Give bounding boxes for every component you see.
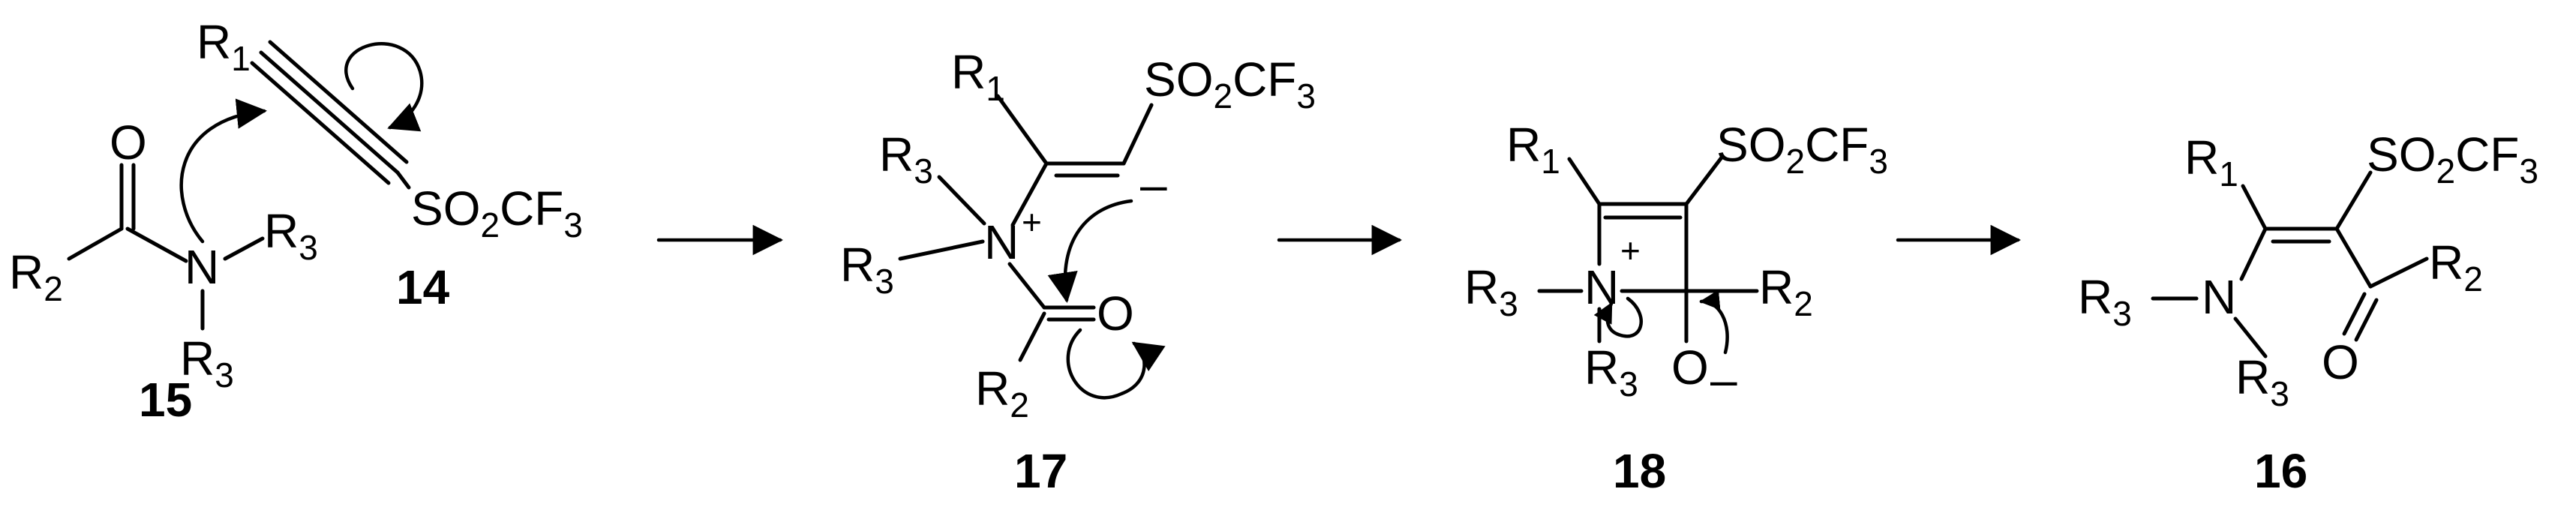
n-17: N <box>984 215 1019 269</box>
minus-17: – <box>1140 158 1167 212</box>
triple-bond-3 <box>250 61 391 185</box>
compound-15: R2 O N R3 R3 15 <box>9 98 318 427</box>
bond-c-r2-17 <box>1018 311 1046 362</box>
r1-14: R1 <box>197 15 251 78</box>
r3a-18: R3 <box>1464 260 1518 323</box>
compound-14: R1 SO2CF3 14 <box>197 15 583 314</box>
bond-r1-c-18 <box>1567 157 1602 206</box>
o-16: O <box>2322 335 2359 389</box>
bond-c-co-16 <box>2334 226 2373 289</box>
label-16: 16 <box>2254 444 2307 498</box>
bond-n-r3b-17 <box>898 239 985 261</box>
curved-arrow-ring-open <box>1593 296 1643 338</box>
triple-bond-2 <box>268 40 409 164</box>
bond-n-r3a-17 <box>937 175 986 226</box>
bond-c-n-17 <box>1010 161 1049 227</box>
r1-17: R1 <box>951 45 1005 108</box>
so2cf3-14: SO2CF3 <box>411 182 583 244</box>
bond-c-s-17 <box>1121 103 1154 166</box>
so2cf3-18: SO2CF3 <box>1716 118 1888 181</box>
bond-r1-c <box>995 94 1049 166</box>
n-18: N <box>1584 260 1619 314</box>
bond-c-n-16 <box>2239 226 2268 281</box>
bond-r1-c-16 <box>2241 184 2268 231</box>
r2-15: R2 <box>9 245 63 308</box>
o-15: O <box>110 116 147 170</box>
compound-17: R1 SO2CF3 N + R3 R3 O R2 – 17 <box>840 45 1316 498</box>
curved-arrow-n-attack <box>179 98 268 244</box>
r3a-15: R3 <box>264 204 318 267</box>
r3b-15: R3 <box>180 332 234 394</box>
r3b-16: R3 <box>2235 350 2289 413</box>
r2-18: R2 <box>1759 260 1813 323</box>
curved-arrow-triple-bond <box>344 42 424 132</box>
label-17: 17 <box>1014 444 1067 498</box>
r3a-17: R3 <box>879 128 933 190</box>
bond-co-1-16 <box>2342 292 2367 336</box>
bond-c-s-18 <box>1684 155 1724 206</box>
so2cf3-16: SO2CF3 <box>2367 128 2538 190</box>
bond-co-r2-16 <box>2368 256 2429 289</box>
label-15: 15 <box>139 373 192 427</box>
r3a-16: R3 <box>2078 270 2132 333</box>
minus-18: – <box>1710 352 1737 406</box>
bond-n-r3a <box>223 236 265 261</box>
bond-c-s <box>395 170 411 190</box>
n-15: N <box>185 240 219 294</box>
compound-18: R1 SO2CF3 N + R3 R3 R2 O – 18 <box>1464 118 1888 498</box>
curved-arrow-carbonyl <box>1066 328 1166 400</box>
n-16: N <box>2202 270 2236 324</box>
label-14: 14 <box>396 260 450 314</box>
r3b-18: R3 <box>1584 340 1638 404</box>
o-18: O <box>1671 340 1709 394</box>
r3b-17: R3 <box>840 238 894 301</box>
bond-r2-c <box>67 226 124 261</box>
n-plus-18: + <box>1620 231 1641 270</box>
r1-16: R1 <box>2184 130 2238 194</box>
compound-16: R1 SO2CF3 N R3 R3 R2 O 16 <box>2078 128 2538 498</box>
bond-n-co-17 <box>1007 262 1046 310</box>
o-17: O <box>1097 286 1134 340</box>
triple-bond-1 <box>259 50 400 175</box>
r2-17: R2 <box>975 362 1029 424</box>
r1-18: R1 <box>1506 118 1560 181</box>
bond-c-n <box>125 226 188 263</box>
curved-arrow-alkoxide <box>1699 290 1729 355</box>
n-plus-17: + <box>1022 202 1042 242</box>
r2-16: R2 <box>2429 236 2483 298</box>
curved-arrow-carbanion <box>1047 199 1133 304</box>
so2cf3-17: SO2CF3 <box>1144 52 1316 116</box>
bond-n-r3b-16 <box>2233 316 2268 358</box>
bond-co-2-16 <box>2354 298 2379 342</box>
label-18: 18 <box>1613 444 1666 498</box>
bond-c-s-16 <box>2334 170 2373 231</box>
